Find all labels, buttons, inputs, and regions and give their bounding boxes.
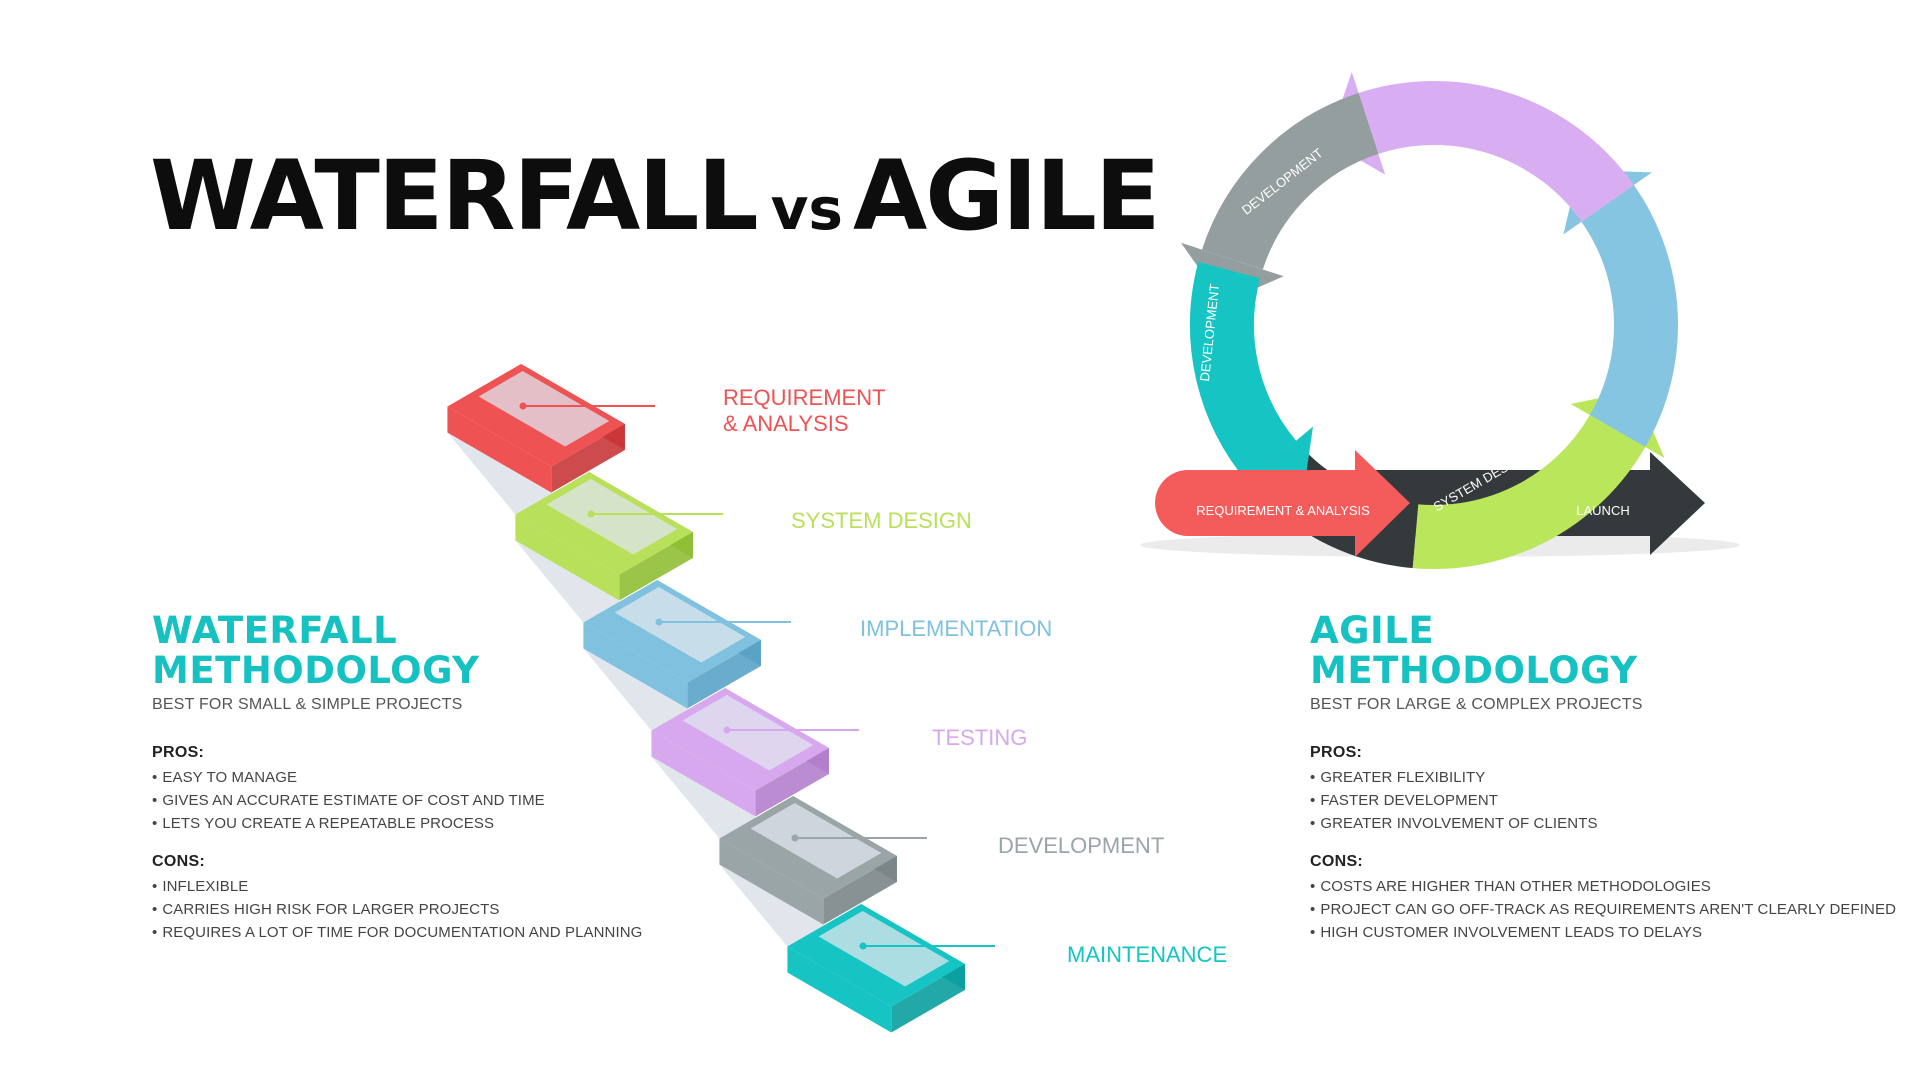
waterfall-subtitle: BEST FOR SMALL & SIMPLE PROJECTS	[152, 696, 463, 713]
waterfall-step-block	[719, 796, 927, 925]
waterfall-con-item: INFLEXIBLE	[152, 875, 642, 898]
agile-heading-line1: AGILE	[1310, 609, 1435, 652]
waterfall-pros-label: PROS:	[152, 744, 205, 761]
waterfall-heading-line2: METHODOLOGY	[152, 649, 480, 692]
step-front-face	[719, 838, 824, 925]
step-front-face	[787, 946, 892, 1033]
step-connector-dot	[587, 510, 595, 518]
waterfall-cons-label: CONS:	[152, 853, 206, 870]
step-connector-dot	[655, 618, 663, 626]
cycle-label-launch: LAUNCH	[1576, 503, 1629, 518]
agile-pro-item: FASTER DEVELOPMENT	[1310, 789, 1896, 812]
step-label-development: DEVELOPMENT	[998, 833, 1164, 858]
step-side-face	[619, 532, 693, 601]
waterfall-con-item: REQUIRES A LOT OF TIME FOR DOCUMENTATION…	[152, 921, 642, 944]
step-connector-dot	[723, 726, 731, 734]
waterfall-step-block	[787, 904, 995, 1033]
agile-pros-list: GREATER FLEXIBILITY FASTER DEVELOPMENT G…	[1310, 766, 1896, 835]
waterfall-pros-list: EASY TO MANAGE GIVES AN ACCURATE ESTIMAT…	[152, 766, 642, 835]
step-label-requirement-line2: & ANALYSIS	[723, 411, 849, 436]
agile-pro-item: GREATER INVOLVEMENT OF CLIENTS	[1310, 812, 1896, 835]
cycle-label-implementation: IMPLEMENTATION	[1555, 277, 1580, 392]
step-side-face	[687, 640, 761, 709]
title-agile: AGILE	[852, 140, 1161, 252]
step-side-face	[755, 748, 829, 817]
step-front-face	[447, 406, 552, 493]
step-connector-dot	[519, 402, 527, 410]
step-front-face	[515, 514, 620, 601]
step-glass-panel	[614, 587, 746, 663]
agile-cons-label: CONS:	[1310, 853, 1364, 870]
waterfall-step-block	[651, 688, 859, 817]
arc-testing	[1358, 81, 1634, 223]
arc-development-top	[1201, 92, 1380, 271]
step-glass-panel	[478, 371, 610, 447]
agile-pros-label: PROS:	[1310, 744, 1363, 761]
waterfall-step-block	[447, 364, 655, 493]
agile-con-item: PROJECT CAN GO OFF-TRACK AS REQUIREMENTS…	[1310, 898, 1896, 921]
step-side-face	[891, 964, 965, 1033]
title-waterfall: WATERFALL	[150, 140, 759, 252]
step-side-face	[823, 856, 897, 925]
step-side-face	[551, 424, 625, 493]
step-glass-panel	[818, 911, 950, 987]
waterfall-cons-list: INFLEXIBLE CARRIES HIGH RISK FOR LARGER …	[152, 875, 642, 944]
agile-heading-line2: METHODOLOGY	[1310, 649, 1638, 692]
arc-system-design	[1412, 414, 1646, 569]
agile-con-item: COSTS ARE HIGHER THAN OTHER METHODOLOGIE…	[1310, 875, 1896, 898]
step-label-testing: TESTING	[932, 725, 1027, 750]
step-connector-dot	[859, 942, 867, 950]
step-label-maintenance: MAINTENANCE	[1067, 942, 1227, 967]
step-label-system-design: SYSTEM DESIGN	[791, 508, 972, 533]
step-label-implementation: IMPLEMENTATION	[860, 616, 1052, 641]
agile-cycle-arrows	[1140, 72, 1740, 569]
waterfall-pro-item: LETS YOU CREATE A REPEATABLE PROCESS	[152, 812, 642, 835]
waterfall-step-labels: REQUIREMENT & ANALYSIS SYSTEM DESIGN IMP…	[723, 385, 1227, 967]
arc-implementation	[1581, 185, 1678, 447]
waterfall-con-item: CARRIES HIGH RISK FOR LARGER PROJECTS	[152, 898, 642, 921]
waterfall-pro-item: GIVES AN ACCURATE ESTIMATE OF COST AND T…	[152, 789, 642, 812]
step-glass-panel	[546, 479, 678, 555]
step-glass-panel	[750, 803, 882, 879]
step-front-face	[651, 730, 756, 817]
step-front-face	[583, 622, 688, 709]
requirement-arrow	[1155, 450, 1410, 557]
agile-pro-item: GREATER FLEXIBILITY	[1310, 766, 1896, 789]
waterfall-methodology-section: WATERFALL METHODOLOGY BEST FOR SMALL & S…	[152, 611, 642, 944]
waterfall-pro-item: EASY TO MANAGE	[152, 766, 642, 789]
waterfall-step-block	[515, 472, 723, 601]
waterfall-step-block	[583, 580, 791, 709]
arc-development-left	[1190, 261, 1297, 482]
agile-methodology-section: AGILE METHODOLOGY BEST FOR LARGE & COMPL…	[1310, 611, 1896, 944]
agile-cons-list: COSTS ARE HIGHER THAN OTHER METHODOLOGIE…	[1310, 875, 1896, 944]
waterfall-heading-line1: WATERFALL	[152, 609, 398, 652]
cycle-label-requirement-analysis: REQUIREMENT & ANALYSIS	[1196, 503, 1370, 518]
step-label-requirement-line1: REQUIREMENT	[723, 385, 886, 410]
waterfall-heading: WATERFALL METHODOLOGY	[152, 611, 642, 691]
step-glass-panel	[682, 695, 814, 771]
waterfall-steps	[447, 364, 995, 1033]
title-vs: vs	[770, 175, 843, 243]
agile-subtitle: BEST FOR LARGE & COMPLEX PROJECTS	[1310, 696, 1643, 713]
agile-heading: AGILE METHODOLOGY	[1310, 611, 1896, 691]
step-connector-dot	[791, 834, 799, 842]
agile-con-item: HIGH CUSTOMER INVOLVEMENT LEADS TO DELAY…	[1310, 921, 1896, 944]
